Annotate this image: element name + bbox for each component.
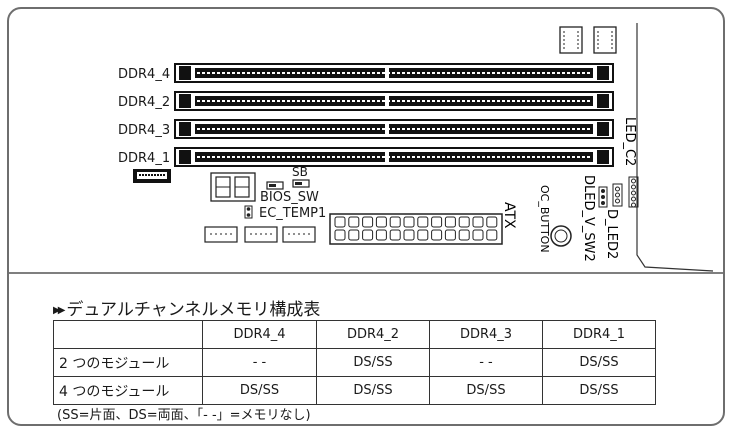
motherboard-layout: ATX OC_BUTTON DLED_V_SW2 D_LED2 LED_C2 D… [9, 9, 723, 289]
table-cell: DS/SS [542, 348, 656, 377]
atx-pin [362, 229, 374, 241]
memory-config-table: DDR4_4 DDR4_2 DDR4_3 DDR4_1 2 つのモジュール - … [53, 320, 656, 405]
dimm-slot-ddr4-4 [174, 63, 614, 83]
double-arrow-icon: ▶▶ [53, 305, 66, 316]
atx-pin [444, 216, 456, 228]
atx-pin [375, 229, 387, 241]
top-connector-right [593, 26, 617, 54]
oc-button-label: OC_BUTTON [538, 185, 551, 253]
atx-pin [431, 216, 443, 228]
dimm-slot-ddr4-2 [174, 91, 614, 111]
atx-pin [417, 229, 429, 241]
d-led2-label: D_LED2 [604, 209, 619, 259]
atx-pin [472, 229, 484, 241]
dimm-slot-ddr4-3 [174, 119, 614, 139]
atx-pin [486, 229, 498, 241]
header-cell: DDR4_3 [429, 320, 543, 349]
atx-label: ATX [501, 202, 517, 229]
debug-led-display [210, 172, 256, 202]
bios-switch [266, 181, 284, 190]
sb-switch [292, 179, 310, 188]
slot-label-ddr4-4: DDR4_4 [118, 67, 171, 82]
table-cell: DS/SS [542, 376, 656, 405]
header-cell: DDR4_2 [316, 320, 430, 349]
table-cell: DS/SS [316, 376, 430, 405]
atx-pin [458, 229, 470, 241]
row-label: 4 つのモジュール [53, 376, 203, 405]
table-header-row: DDR4_4 DDR4_2 DDR4_3 DDR4_1 [53, 320, 656, 349]
atx-power-connector [329, 213, 503, 245]
row-label: 2 つのモジュール [53, 348, 203, 377]
ec-temp1-label: EC_TEMP1 [259, 206, 327, 221]
table-cell: - - [202, 348, 317, 377]
led-c2-header [628, 176, 639, 208]
atx-pin [334, 216, 346, 228]
atx-pin [375, 216, 387, 228]
slot-label-ddr4-3: DDR4_3 [118, 123, 171, 138]
fan-headers [204, 226, 316, 243]
dimm-slots [174, 63, 614, 167]
atx-pin [348, 216, 360, 228]
atx-pin [334, 229, 346, 241]
bios-sw-label: BIOS_SW [260, 190, 319, 205]
atx-pin [362, 216, 374, 228]
ec-temp-header [244, 205, 253, 219]
top-connector-left [559, 26, 583, 54]
atx-pin [389, 229, 401, 241]
table-title-text: デュアルチャンネルメモリ構成表 [66, 300, 321, 320]
led-c2-label: LED_C2 [622, 117, 637, 166]
table-cell: - - [429, 348, 543, 377]
atx-pin [486, 216, 498, 228]
atx-pin [431, 229, 443, 241]
slot-label-ddr4-2: DDR4_2 [118, 95, 171, 110]
table-cell: DS/SS [316, 348, 430, 377]
table-footnote: (SS=片面、DS=両面、「- -」=メモリなし) [57, 408, 311, 423]
atx-pin [348, 229, 360, 241]
header-cell: DDR4_1 [542, 320, 656, 349]
table-row: 4 つのモジュール DS/SS DS/SS DS/SS DS/SS [53, 376, 656, 405]
header-cell [53, 320, 203, 349]
atx-pin [389, 216, 401, 228]
header-cell: DDR4_4 [202, 320, 317, 349]
atx-pin [403, 216, 415, 228]
dled-v-sw2-label: DLED_V_SW2 [581, 175, 596, 262]
atx-pin [417, 216, 429, 228]
slot-label-ddr4-1: DDR4_1 [118, 151, 171, 166]
dled-v-sw2-jumper [598, 186, 608, 208]
table-cell: DS/SS [429, 376, 543, 405]
sb-label: SB [292, 165, 308, 179]
table-title: ▶▶デュアルチャンネルメモリ構成表 [53, 300, 320, 323]
table-row: 2 つのモジュール - - DS/SS - - DS/SS [53, 348, 656, 377]
diagram-frame: ATX OC_BUTTON DLED_V_SW2 D_LED2 LED_C2 D… [7, 7, 725, 426]
atx-pin [403, 229, 415, 241]
dimm-slot-ddr4-1 [174, 147, 614, 167]
atx-pin [472, 216, 484, 228]
table-cell: DS/SS [202, 376, 317, 405]
atx-pin [444, 229, 456, 241]
board-drawing: ATX OC_BUTTON DLED_V_SW2 D_LED2 LED_C2 [9, 23, 723, 274]
atx-pin [458, 216, 470, 228]
d-led2-header [612, 183, 623, 207]
oc-button [550, 225, 572, 247]
small-header-connector [133, 169, 171, 183]
